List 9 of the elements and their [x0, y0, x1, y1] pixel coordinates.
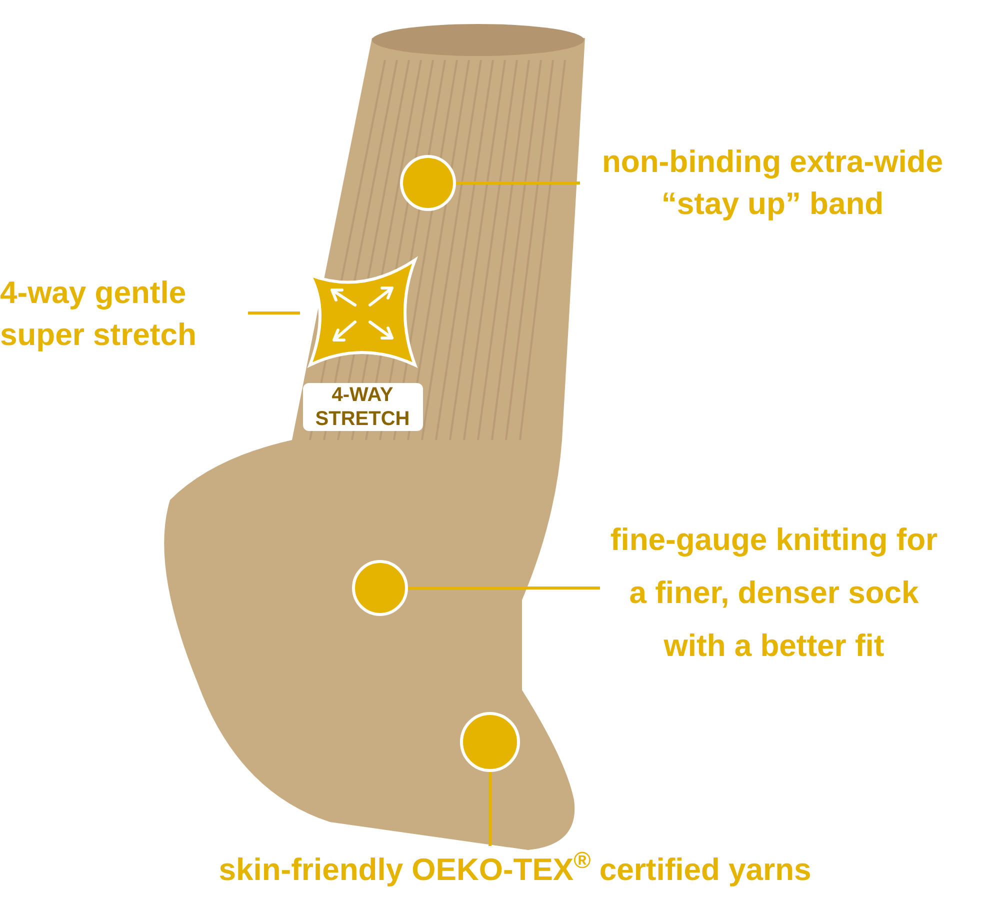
leader-line [248, 312, 300, 314]
leader-line [488, 772, 492, 846]
stretch-label: 4-WAY STRETCH [302, 383, 422, 431]
callout-text: non-binding extra-wide “stay up” band [601, 143, 944, 223]
callout-text: skin-friendly OEKO-TEX$^{®}$ certified yarns [218, 849, 812, 889]
callout-text: fine-gauge knitting for a finer, denser sock with a better fit [609, 520, 939, 664]
leader-line [456, 182, 580, 184]
leader-line [408, 586, 600, 590]
callout-text: 4-way gentle super stretch [0, 274, 198, 354]
